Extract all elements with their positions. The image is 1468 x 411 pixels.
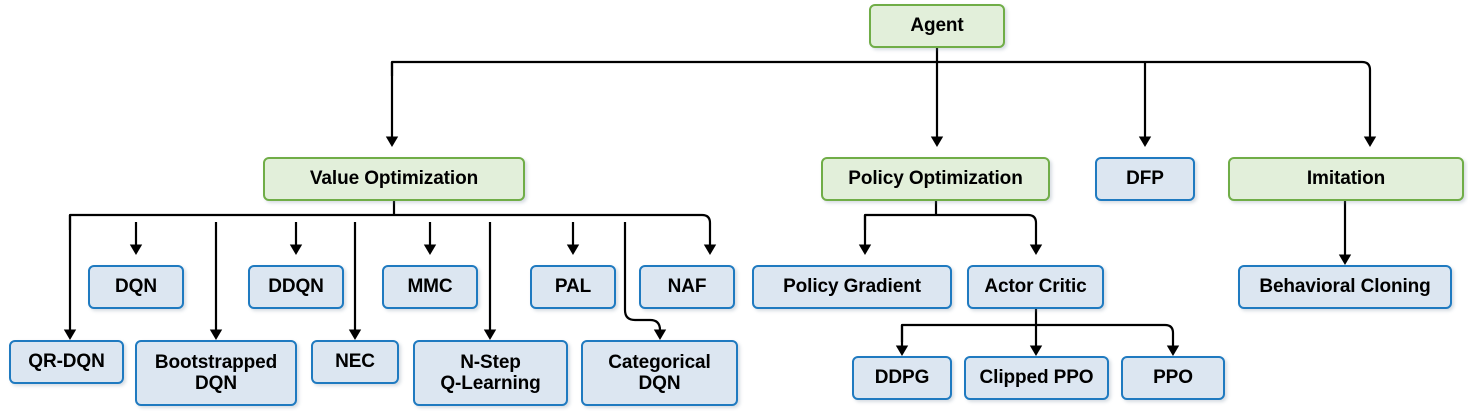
node-naf[interactable]: NAF xyxy=(639,265,735,309)
node-actor-critic[interactable]: Actor Critic xyxy=(967,265,1104,309)
node-label-dqn: DQN xyxy=(115,276,157,298)
arrowhead-icon xyxy=(209,329,223,340)
connector-path xyxy=(390,60,1372,137)
node-dqn[interactable]: DQN xyxy=(88,265,184,309)
arrowhead-icon xyxy=(1338,254,1352,265)
node-imitation[interactable]: Imitation xyxy=(1228,157,1464,201)
arrowhead-icon xyxy=(703,244,717,255)
node-n-step-q-learning[interactable]: N-Step Q-Learning xyxy=(413,340,568,406)
node-dfp[interactable]: DFP xyxy=(1095,157,1195,201)
arrowhead-icon xyxy=(1166,345,1180,356)
arrowhead-icon xyxy=(483,329,497,340)
node-value-opt[interactable]: Value Optimization xyxy=(263,157,525,201)
node-label-actor-critic: Actor Critic xyxy=(984,276,1087,298)
node-ddqn[interactable]: DDQN xyxy=(248,265,344,309)
node-label-pal: PAL xyxy=(554,276,592,298)
node-label-behavioral-cloning: Behavioral Cloning xyxy=(1259,276,1431,298)
node-label-value-opt: Value Optimization xyxy=(309,168,479,190)
connector-path xyxy=(863,213,1038,245)
node-policy-opt[interactable]: Policy Optimization xyxy=(821,157,1050,201)
node-label-agent: Agent xyxy=(910,15,964,37)
node-label-imitation: Imitation xyxy=(1306,168,1386,190)
node-ddpg[interactable]: DDPG xyxy=(852,356,952,400)
node-label-nec: NEC xyxy=(335,351,375,373)
node-label-ppo: PPO xyxy=(1153,367,1193,389)
connector-path xyxy=(68,213,712,245)
arrowhead-icon xyxy=(1029,345,1043,356)
arrowhead-icon xyxy=(1363,136,1377,147)
connector-path xyxy=(900,323,1175,346)
arrowhead-icon xyxy=(653,329,667,340)
arrowhead-icon xyxy=(348,329,362,340)
node-label-dfp: DFP xyxy=(1126,168,1164,190)
arrowhead-icon xyxy=(1029,244,1043,255)
node-behavioral-cloning[interactable]: Behavioral Cloning xyxy=(1238,265,1452,309)
arrowhead-icon xyxy=(385,136,399,147)
node-ppo[interactable]: PPO xyxy=(1121,356,1225,400)
arrowhead-icon xyxy=(289,244,303,255)
connector-lines xyxy=(68,48,1372,346)
node-label-n-step-q-learning: N-Step Q-Learning xyxy=(440,351,541,394)
arrowhead-icon xyxy=(858,244,872,255)
node-label-categorical-dqn: Categorical DQN xyxy=(608,351,711,394)
node-clipped-ppo[interactable]: Clipped PPO xyxy=(964,356,1109,400)
node-label-clipped-ppo: Clipped PPO xyxy=(979,367,1094,389)
node-label-policy-gradient: Policy Gradient xyxy=(783,276,921,298)
node-label-bootstrapped-dqn: Bootstrapped DQN xyxy=(154,351,278,394)
connector-path xyxy=(623,222,662,331)
arrowhead-icon xyxy=(423,244,437,255)
connector-arrowheads xyxy=(63,136,1377,356)
node-bootstrapped-dqn[interactable]: Bootstrapped DQN xyxy=(135,340,297,406)
node-categorical-dqn[interactable]: Categorical DQN xyxy=(581,340,738,406)
node-nec[interactable]: NEC xyxy=(311,340,399,384)
arrowhead-icon xyxy=(129,244,143,255)
arrowhead-icon xyxy=(895,345,909,356)
arrowhead-icon xyxy=(930,136,944,147)
node-label-naf: NAF xyxy=(667,276,707,298)
node-qr-dqn[interactable]: QR-DQN xyxy=(9,340,124,384)
node-label-policy-opt: Policy Optimization xyxy=(848,168,1023,190)
node-agent[interactable]: Agent xyxy=(869,4,1005,48)
node-mmc[interactable]: MMC xyxy=(382,265,478,309)
arrowhead-icon xyxy=(566,244,580,255)
node-policy-gradient[interactable]: Policy Gradient xyxy=(752,265,952,309)
node-label-ddqn: DDQN xyxy=(268,276,324,298)
node-label-mmc: MMC xyxy=(407,276,453,298)
node-pal[interactable]: PAL xyxy=(530,265,616,309)
node-label-qr-dqn: QR-DQN xyxy=(28,351,105,373)
arrowhead-icon xyxy=(63,329,77,340)
node-label-ddpg: DDPG xyxy=(874,367,930,389)
arrowhead-icon xyxy=(1138,136,1152,147)
